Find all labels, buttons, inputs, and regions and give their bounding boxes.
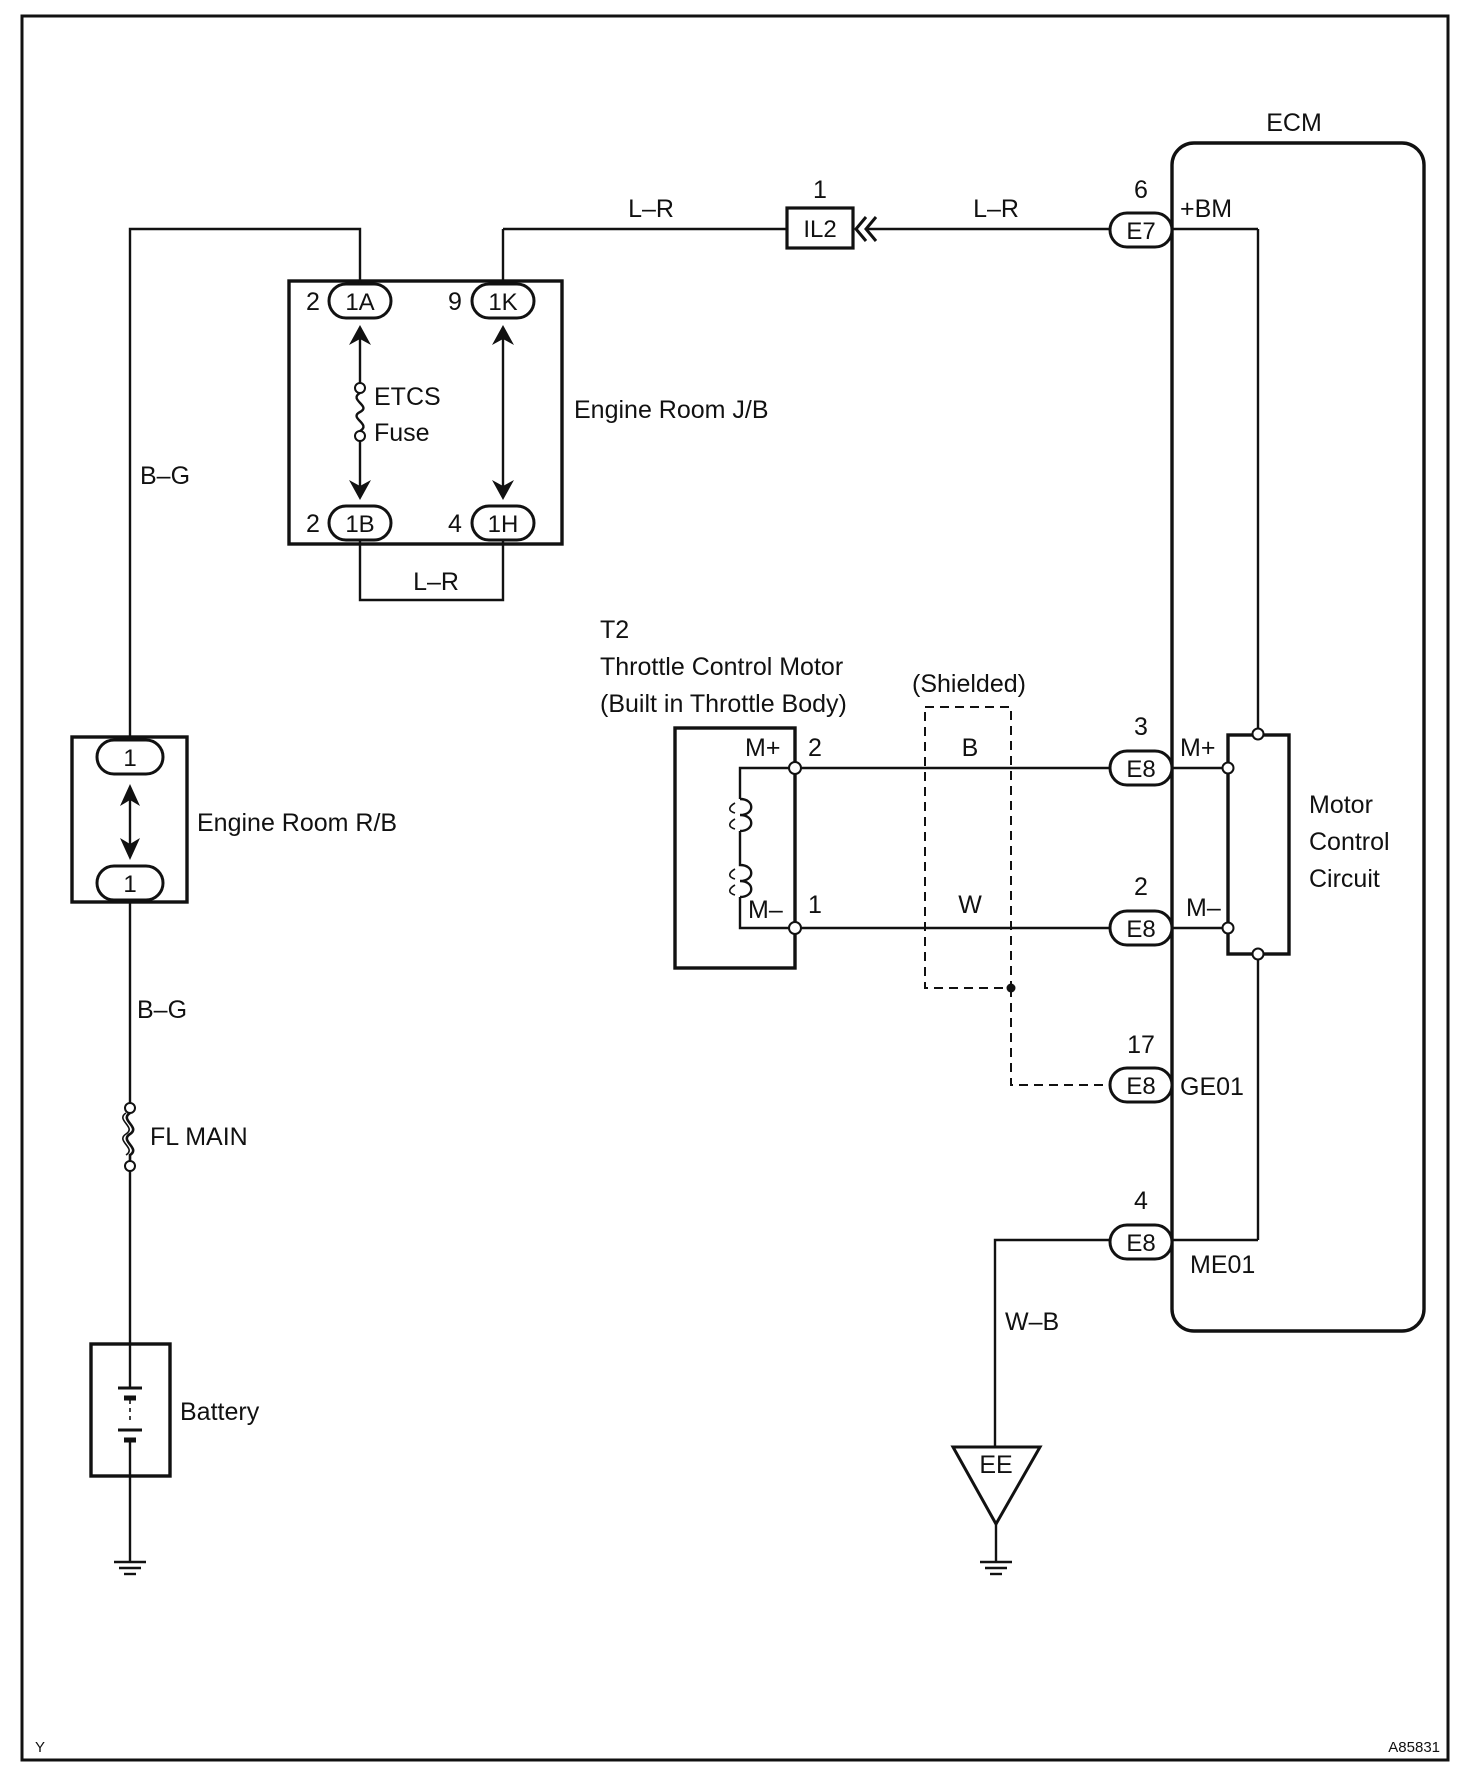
ecm-connector-e7-6: E7 6 — [1108, 176, 1174, 249]
rb-arrow-down-icon — [120, 838, 140, 860]
junction-il2: IL2 1 — [785, 176, 1110, 250]
etcs-fuse-label-2: Fuse — [374, 419, 430, 447]
ecm-pin-bm-circle — [1251, 727, 1265, 741]
connector-1k — [470, 282, 536, 320]
motor-control-label-2: Control — [1309, 828, 1390, 856]
connector-1b-pin-number: 2 — [306, 510, 320, 538]
connector-1h-label: 1H — [488, 511, 519, 538]
jb-arrow-down-icon — [492, 480, 514, 500]
connector-e8-17-label: E8 — [1126, 1073, 1155, 1100]
figure-code: A85831 — [1388, 1739, 1440, 1756]
shield-junction-dot — [1006, 983, 1016, 993]
fl-main-label: FL MAIN — [150, 1123, 248, 1151]
etcs-fuse-icon — [355, 391, 365, 433]
ecm-pin-bm-label: +BM — [1180, 195, 1232, 223]
fl-main-fuse-icon — [125, 1111, 135, 1161]
ecm-box — [1170, 141, 1426, 1333]
ecm-connector-e8-2: E8 2 — [1108, 873, 1174, 947]
shield: (Shielded) — [912, 670, 1110, 1086]
battery-label: Battery — [180, 1398, 260, 1426]
ecm: ECM Motor Control Circuit +BM M+ M– GE01… — [1170, 109, 1426, 1333]
ecm-connector-e8-3: E8 3 — [1108, 713, 1174, 787]
wire-label-jb-to-il2: L–R — [628, 195, 674, 223]
ecm-connector-e8-17: E8 17 — [1108, 1031, 1174, 1104]
shield-label: (Shielded) — [912, 670, 1026, 698]
wire-label-ground: W–B — [1005, 1308, 1059, 1336]
connector-e8-17-pin-number: 17 — [1127, 1031, 1155, 1059]
ground-ee-label: EE — [979, 1451, 1012, 1479]
wire-label-motor-minus: W — [958, 891, 982, 919]
motor-pin-1-number: 1 — [808, 891, 822, 919]
ecm-pin-mminus-circle — [1221, 921, 1235, 935]
corner-mark-left: Y — [35, 1739, 45, 1756]
wire-label-motor-plus: B — [962, 734, 979, 762]
etcs-fuse-label-1: ETCS — [374, 383, 441, 411]
connector-e8-4-label: E8 — [1126, 1230, 1155, 1257]
engine-room-rb-label: Engine Room R/B — [197, 809, 397, 837]
motor-pin-2-number: 2 — [808, 734, 822, 762]
ecm-connector-e8-4: E8 4 — [1108, 1187, 1174, 1261]
wire-label-jb-loop: L–R — [413, 568, 459, 596]
ecm-pin-ge01-label: GE01 — [1180, 1073, 1244, 1101]
rb-top-connector-label: 1 — [123, 745, 136, 772]
engine-room-jb: Engine Room J/B 1A 2 1K 9 1B 2 1H 4 ETCS… — [287, 279, 769, 546]
connector-1a-pin-number: 2 — [306, 288, 320, 316]
connector-1a-label: 1A — [345, 289, 374, 316]
motor-pin-mminus-label: M– — [748, 896, 783, 924]
ecm-pin-mplus-label: M+ — [1180, 734, 1215, 762]
motor-control-label-3: Circuit — [1309, 865, 1380, 893]
connector-e7-label: E7 — [1126, 218, 1155, 245]
connector-1k-pin-number: 9 — [448, 288, 462, 316]
connector-e7-pin-number: 6 — [1134, 176, 1148, 204]
battery-ground-icon — [114, 1476, 146, 1576]
ecm-title: ECM — [1266, 109, 1322, 137]
page-frame — [20, 14, 1450, 1762]
jb-arrow-down-icon — [349, 480, 371, 500]
motor-pin-mplus-label: M+ — [745, 734, 780, 762]
ecm-pin-mplus-circle — [1221, 761, 1235, 775]
connector-e8-2-pin-number: 2 — [1134, 873, 1148, 901]
connector-1k-label: 1K — [488, 289, 517, 316]
connector-1b-label: 1B — [345, 511, 374, 538]
wire-label-il2-to-ecm: L–R — [973, 195, 1019, 223]
rb-bottom-connector-label: 1 — [123, 871, 136, 898]
jb-arrow-up-icon — [492, 325, 514, 345]
connector-e8-3-label: E8 — [1126, 756, 1155, 783]
junction-il2-chevron-icon — [854, 216, 878, 242]
motor-coil-icon — [738, 797, 753, 899]
ground-ee-triangle — [950, 1445, 1043, 1528]
connector-e8-3-pin-number: 3 — [1134, 713, 1148, 741]
motor-control-circuit-box — [1226, 733, 1291, 956]
throttle-motor-code: T2 — [600, 616, 629, 644]
motor-control-label-1: Motor — [1309, 791, 1373, 819]
connector-1h-pin-number: 4 — [448, 510, 462, 538]
junction-il2-label: IL2 — [803, 216, 836, 243]
engine-room-jb-box — [287, 279, 564, 546]
ecm-pin-me01-circle — [1251, 947, 1265, 961]
connector-e8-2-label: E8 — [1126, 916, 1155, 943]
junction-il2-pin-number: 1 — [813, 176, 827, 204]
jb-arrow-up-icon — [349, 325, 371, 345]
engine-room-rb: Engine Room R/B 1 1 — [70, 735, 397, 904]
connector-e8-4-pin-number: 4 — [1134, 1187, 1148, 1215]
battery: Battery — [89, 1342, 260, 1478]
throttle-motor-box — [673, 726, 797, 970]
throttle-motor-detail: (Built in Throttle Body) — [600, 690, 847, 718]
rb-arrow-up-icon — [120, 784, 140, 806]
ground-ee: EE — [950, 1445, 1043, 1576]
ecm-pin-me01-label: ME01 — [1190, 1251, 1255, 1279]
throttle-control-motor: T2 Throttle Control Motor (Built in Thro… — [600, 616, 847, 970]
ecm-pin-mminus-label: M– — [1186, 894, 1221, 922]
engine-room-jb-label: Engine Room J/B — [574, 396, 769, 424]
throttle-motor-name: Throttle Control Motor — [600, 653, 843, 681]
fl-main-fuse: FL MAIN — [122, 1102, 248, 1172]
wire-label-battery-upper: B–G — [140, 462, 190, 490]
wire-label-battery-lower: B–G — [137, 996, 187, 1024]
